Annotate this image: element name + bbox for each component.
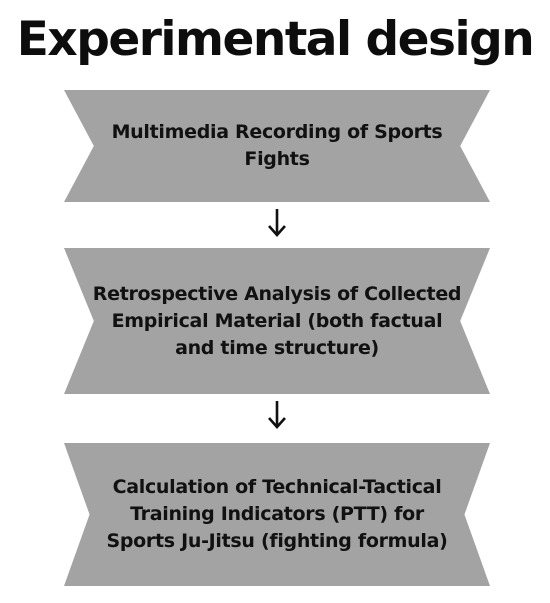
step-2-label: Retrospective Analysis of Collected Empi… (92, 282, 462, 359)
diagram-title: Experimental design (16, 12, 535, 67)
arrow-down-icon (268, 401, 286, 429)
step-box-2: Retrospective Analysis of Collected Empi… (64, 248, 490, 394)
step-box-1: Multimedia Recording of Sports Fights (64, 90, 490, 202)
step-1-label: Multimedia Recording of Sports Fights (111, 121, 443, 170)
arrow-down-icon (268, 209, 286, 237)
step-3-label: Calculation of Technical-Tactical Traini… (106, 476, 448, 552)
step-box-3: Calculation of Technical-Tactical Traini… (64, 443, 490, 586)
